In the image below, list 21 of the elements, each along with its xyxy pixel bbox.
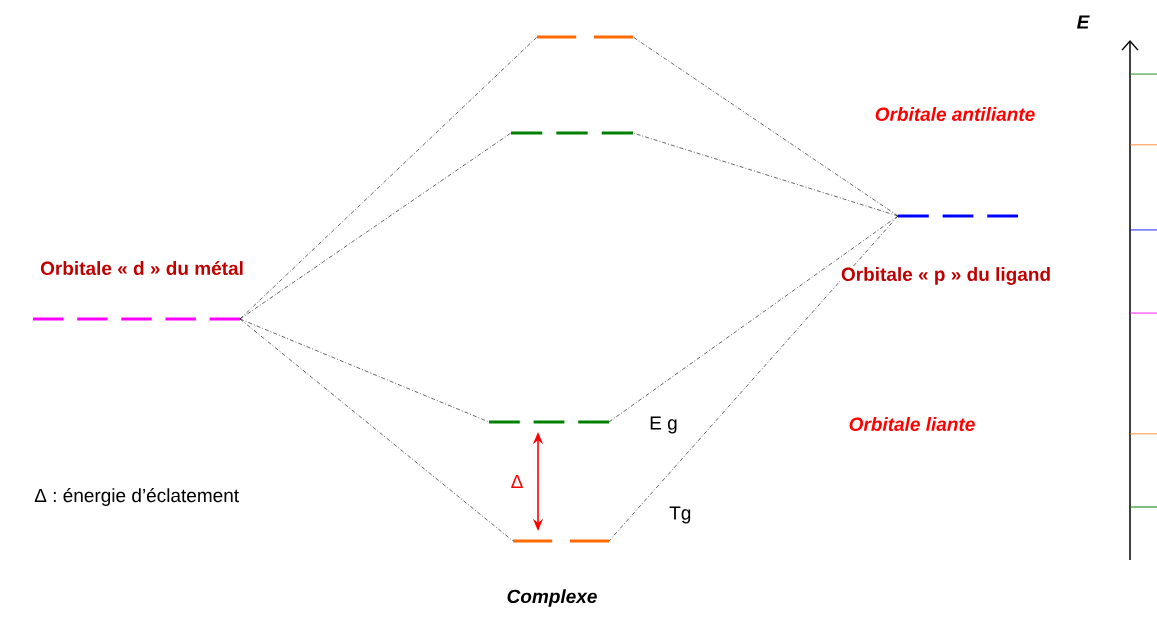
energy-level (33, 317, 240, 321)
connector (632, 132, 899, 217)
connector (239, 132, 512, 320)
text-label: Orbitale antiliante (873, 106, 1037, 122)
energy-level (511, 131, 633, 135)
text-label: E (1075, 14, 1091, 30)
connector (632, 36, 899, 217)
text-label: Orbitale liante (847, 416, 977, 432)
text-label: Δ : énergie d’éclatement (33, 487, 241, 507)
edge-label: Δ (509, 473, 525, 490)
connector (608, 215, 899, 423)
energy-level (489, 420, 609, 424)
energy-level (537, 35, 633, 39)
connector (608, 215, 899, 542)
connector (239, 318, 514, 542)
level-label: E g (650, 416, 677, 434)
connector (239, 318, 490, 423)
energy-level (898, 214, 1018, 218)
text-label: Orbitale « p » du ligand (839, 266, 1053, 286)
level-label: Tg (669, 506, 691, 524)
energy-level (513, 539, 609, 543)
